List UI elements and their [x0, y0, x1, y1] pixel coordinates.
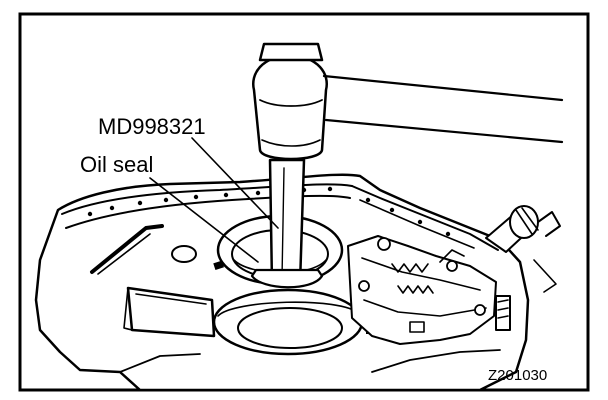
side-bolt	[485, 205, 561, 293]
hammer	[252, 42, 564, 161]
lower-bolt	[495, 295, 511, 331]
figure-code: Z201030	[488, 367, 547, 384]
callout-tool: MD998321	[98, 114, 279, 229]
callout-oil-seal: Oil seal	[80, 152, 259, 263]
oil-seal-label: Oil seal	[80, 152, 153, 177]
gasket-holes	[87, 186, 451, 237]
shift-mechanism	[347, 235, 497, 345]
installer-tool-md998321	[250, 158, 324, 289]
tool-label: MD998321	[98, 114, 206, 139]
